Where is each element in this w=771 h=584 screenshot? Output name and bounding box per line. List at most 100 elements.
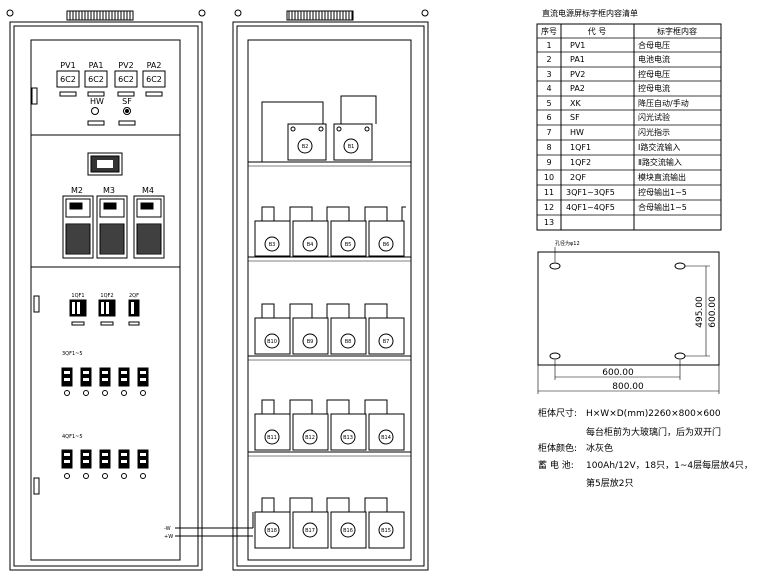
- lamp-label-sf: SF: [122, 97, 132, 106]
- dim-inner-height: 495.00: [695, 296, 705, 328]
- breaker-label: 1QF1: [71, 293, 84, 299]
- battery-b9: B9: [292, 317, 329, 355]
- group-label-3qf: 3QF1~5: [62, 351, 83, 357]
- label-list-table: 直流电源屏标字框内容清单 序号 代 号 标字框内容 1 PV1 合母电压 2 P…: [536, 8, 722, 231]
- battery-b17: B17: [292, 511, 329, 549]
- table-cell: 1QF1: [570, 143, 591, 152]
- test-button-icon[interactable]: [123, 107, 131, 115]
- meter-PV2: [114, 70, 138, 88]
- battery-b16: B16: [330, 511, 367, 549]
- indicator-lamp-icon: [91, 107, 99, 115]
- module-label: M4: [142, 186, 154, 195]
- battery-label: B8: [345, 339, 352, 345]
- table-cell: 控母电压: [638, 69, 670, 79]
- breaker-3qf4[interactable]: [118, 367, 130, 396]
- base-plan: 孔径为φ12 600.00 800.00 495.00 600.00: [537, 240, 720, 394]
- table-cell: 合母电压: [638, 40, 670, 50]
- table-cell: 8: [546, 143, 551, 152]
- table-cell: 3: [546, 70, 551, 79]
- table-cell: HW: [570, 128, 584, 137]
- dim-outer-width: 800.00: [612, 382, 644, 392]
- breaker-3qf2[interactable]: [80, 367, 92, 396]
- battery-label: B5: [345, 242, 352, 248]
- breaker-1qf1[interactable]: [69, 299, 87, 326]
- table-cell: Ⅱ路交流输入: [638, 157, 682, 167]
- battery-label-note: 蓄 电 池:: [538, 459, 574, 471]
- table-cell: 1: [546, 41, 551, 50]
- color-label: 柜体颜色:: [538, 442, 577, 454]
- front-cabinet: [6, 9, 206, 571]
- meter-label: PA2: [147, 61, 162, 70]
- table-cell: 3QF1~3QF5: [566, 188, 615, 197]
- mounting-hole-icon: [674, 262, 686, 270]
- rectifier-module-m4: [133, 195, 165, 259]
- door-handle: [31, 87, 38, 105]
- meter-label: PV1: [60, 61, 75, 70]
- lamp-row: HW SF: [87, 97, 136, 126]
- table-cell: PA1: [570, 55, 585, 64]
- battery-label: B12: [305, 435, 315, 441]
- lifting-eye-icon: [421, 9, 429, 17]
- battery-label: B15: [381, 528, 391, 534]
- battery-b8: B8: [330, 317, 367, 355]
- battery-label: B9: [307, 339, 314, 345]
- breaker-3qf3[interactable]: [99, 367, 111, 396]
- battery-label: B18: [267, 528, 277, 534]
- bus-connection: -W +W: [164, 526, 253, 540]
- table-cell: 2QF: [570, 173, 586, 182]
- breaker-4qf2[interactable]: [80, 449, 92, 479]
- table-grid: [537, 37, 721, 216]
- table-header: 标字框内容: [657, 26, 697, 36]
- battery-b15: B15: [368, 511, 405, 549]
- breaker-label: 1QF2: [100, 293, 113, 299]
- battery-b12: B12: [292, 413, 329, 451]
- table-cell: 2: [546, 55, 551, 64]
- size-label: 柜体尺寸:: [538, 407, 577, 419]
- table-cell: PV2: [570, 70, 585, 79]
- battery-label: B14: [381, 435, 391, 441]
- battery-b6: B6: [368, 220, 405, 257]
- dim-inner-width: 600.00: [602, 368, 634, 378]
- lifting-eye-icon: [6, 9, 14, 17]
- battery-b1: B1: [333, 123, 373, 161]
- battery-b10: B10: [254, 317, 291, 355]
- table-header: 序号: [541, 26, 557, 36]
- breaker-3qf1[interactable]: [61, 367, 73, 396]
- table-cell: 11: [544, 188, 554, 197]
- breaker-3qf5[interactable]: [137, 367, 149, 396]
- breaker-4qf1[interactable]: [61, 449, 73, 479]
- door-handle: [33, 477, 40, 495]
- breaker-4qf4[interactable]: [118, 449, 130, 479]
- breaker-group-3qf: [61, 367, 149, 396]
- battery-value: 100Ah/12V，18只，1~4层每层放4只，: [586, 459, 753, 471]
- table-cell: 7: [546, 128, 551, 137]
- meter-code: 6C2: [88, 75, 104, 84]
- breaker-label: 2QF: [129, 293, 139, 299]
- battery-b4: B4: [292, 220, 329, 257]
- lifting-eye-icon: [198, 9, 206, 17]
- breaker-4qf5[interactable]: [137, 449, 149, 479]
- table-cell: 电池电流: [638, 54, 670, 64]
- table-cell: 闪光试验: [638, 112, 670, 122]
- meter-label: PV2: [118, 61, 133, 70]
- table-cell: 控母输出1~5: [638, 187, 687, 197]
- table-cell: 10: [544, 173, 554, 182]
- breaker-1qf2[interactable]: [98, 299, 116, 326]
- rectifier-section: M2 M3 M4: [62, 152, 165, 259]
- lamp-label-hw: HW: [90, 97, 104, 106]
- table-cell: 控母电流: [638, 83, 670, 93]
- table-cell: PA2: [570, 84, 585, 93]
- battery-label: B16: [343, 528, 353, 534]
- table-cell: 合母输出1~5: [638, 202, 687, 212]
- meter-PV1: [56, 70, 80, 88]
- door-note: 每台柜前为大玻璃门，后为双开门: [586, 426, 721, 438]
- breaker-4qf3[interactable]: [99, 449, 111, 479]
- battery-b14: B14: [368, 413, 405, 451]
- meter-code: 6C2: [146, 75, 162, 84]
- table-cell: 12: [544, 203, 554, 212]
- breaker-2qf[interactable]: [128, 299, 140, 326]
- rear-cabinet: [232, 9, 429, 571]
- battery-b3: B3: [254, 220, 291, 257]
- vent-grille: [286, 10, 354, 21]
